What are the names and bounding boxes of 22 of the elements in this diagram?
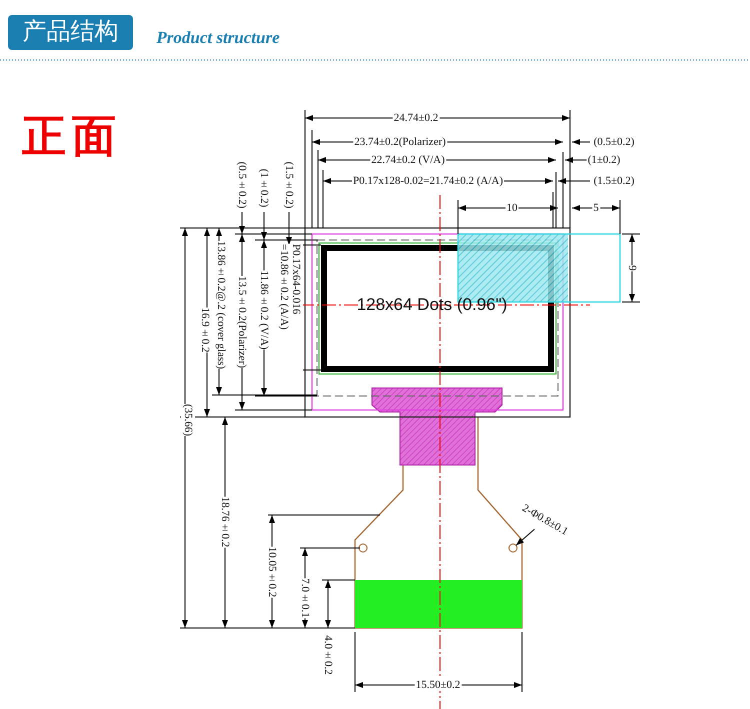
dimension-label: (0.5±0.2) <box>235 162 249 208</box>
dimension-label: 5 <box>592 202 600 214</box>
dimension-label: (1.5±0.2) <box>282 162 296 208</box>
dimension-label: 13.5±0.2(Polarizer) <box>235 276 249 368</box>
dimension-label: 10 <box>506 202 518 214</box>
dimension-label: 23.74±0.2(Polarizer) <box>353 136 447 148</box>
leader-line <box>516 528 535 546</box>
mounting-hole <box>508 544 518 552</box>
dimension-label: (1±0.2) <box>586 154 622 166</box>
dimension-label: 15.50±0.2 <box>414 679 462 691</box>
dimension-label: P0.17x64-0.016 =10.86±0.2 (A/A) <box>277 244 303 372</box>
dimension-label: 11.86±0.2 (V/A) <box>257 270 271 350</box>
dimension-label: 13.86±0.2@.2 (cover glass) <box>214 240 228 370</box>
section-heading: 产品结构 <box>8 15 133 50</box>
dimension-label: (35.66) <box>181 404 195 436</box>
section-subtitle: Product structure <box>155 28 281 48</box>
dimension-label: (1.5±0.2) <box>592 175 636 187</box>
dimension-label: (1±0.2) <box>257 168 271 208</box>
dimension-label: 24.74±0.2 <box>392 112 440 124</box>
dimension-label: 22.74±0.2 (V/A) <box>370 154 446 166</box>
dimension-label: (0.5±0.2) <box>592 136 636 148</box>
dimension-label: P0.17x128-0.02=21.74±0.2 (A/A) <box>352 175 504 187</box>
